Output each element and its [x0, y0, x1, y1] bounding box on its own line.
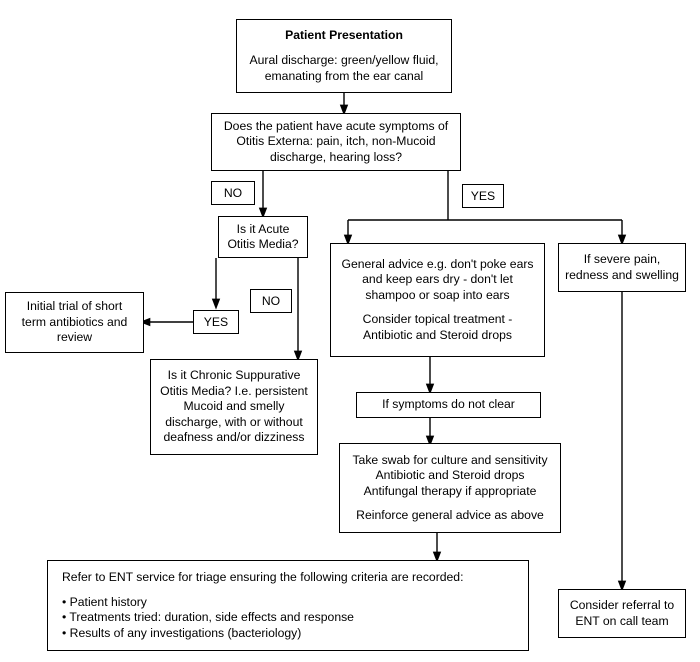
severe-pain-line-1: If severe pain, [583, 252, 661, 266]
edge-label-no-otitis-externa: NO [211, 181, 255, 205]
otitis-externa-line-3: discharge, hearing loss? [269, 149, 403, 164]
general-advice-line-2: and keep ears dry - don't let [362, 272, 513, 287]
general-advice-line-5: Antibiotic and Steroid drops [362, 327, 513, 342]
general-advice-line-3: shampoo or soap into ears [365, 287, 510, 302]
initial-trial-line-2: term antibiotics and [21, 314, 128, 329]
on-call-referral-line-1: Consider referral to [569, 598, 675, 612]
edge-label-yes-aom-text: YES [203, 315, 229, 329]
swab-treatment-line-4: Reinforce general advice as above [356, 508, 544, 522]
ent-referral-bullet-3: • Results of any investigations (bacteri… [62, 625, 302, 640]
node-symptoms-not-clear: If symptoms do not clear [356, 392, 541, 418]
edge-label-no-acute-otitis-media: NO [250, 289, 292, 313]
swab-treatment-line-1: Take swab for culture and sensitivity [352, 452, 548, 467]
on-call-referral-line-2: ENT on call team [575, 613, 669, 628]
edge-label-no-externa-text: NO [223, 186, 243, 200]
node-swab-treatment: Take swab for culture and sensitivity An… [339, 443, 561, 533]
node-initial-trial-antibiotics: Initial trial of short term antibiotics … [5, 292, 144, 353]
initial-trial-line-3: review [56, 330, 93, 345]
ent-referral-intro: Refer to ENT service for triage ensuring… [62, 570, 464, 584]
chronic-suppurative-line-2: Otitis Media? I.e. persistent [160, 383, 308, 398]
node-otitis-externa-question: Does the patient have acute symptoms of … [211, 113, 461, 171]
chronic-suppurative-line-3: Mucoid and smelly [183, 399, 285, 414]
node-ent-referral: Refer to ENT service for triage ensuring… [47, 560, 529, 651]
patient-presentation-title: Patient Presentation [285, 27, 403, 42]
node-acute-otitis-media-question: Is it Acute Otitis Media? [218, 216, 308, 258]
node-on-call-referral: Consider referral to ENT on call team [558, 589, 686, 638]
node-patient-presentation: Patient Presentation Aural discharge: gr… [236, 19, 452, 93]
node-chronic-suppurative-question: Is it Chronic Suppurative Otitis Media? … [150, 359, 318, 455]
chronic-suppurative-line-1: Is it Chronic Suppurative [167, 368, 301, 383]
initial-trial-line-1: Initial trial of short [26, 299, 123, 314]
node-severe-pain: If severe pain, redness and swelling [558, 243, 686, 292]
severe-pain-line-2: redness and swelling [565, 267, 679, 282]
chronic-suppurative-line-4: discharge, with or without [165, 414, 303, 429]
acute-otitis-media-line-2: Otitis Media? [227, 237, 299, 251]
edge-label-no-aom-text: NO [261, 294, 281, 308]
edge-label-yes-externa-text: YES [470, 189, 496, 203]
swab-treatment-line-2: Antibiotic and Steroid drops [375, 468, 525, 482]
otitis-externa-line-2: Otitis Externa: pain, itch, non-Mucoid [236, 134, 436, 149]
patient-presentation-line-1: Aural discharge: green/yellow fluid, [249, 53, 439, 68]
swab-treatment-line-3: Antifungal therapy if appropriate [363, 483, 537, 498]
edge-label-yes-acute-otitis-media: YES [193, 310, 239, 334]
general-advice-line-4: Consider topical treatment - [362, 312, 513, 327]
otitis-externa-line-1: Does the patient have acute symptoms of [223, 118, 449, 133]
acute-otitis-media-line-1: Is it Acute [236, 221, 290, 236]
ent-referral-bullet-2: • Treatments tried: duration, side effec… [62, 610, 354, 624]
general-advice-line-1: General advice e.g. don't poke ears [341, 256, 534, 271]
chronic-suppurative-line-5: deafness and/or dizziness [163, 430, 305, 445]
ent-referral-bullet-1: • Patient history [62, 594, 147, 609]
patient-presentation-line-2: emanating from the ear canal [264, 68, 424, 83]
node-general-advice: General advice e.g. don't poke ears and … [330, 243, 545, 357]
edge-label-yes-otitis-externa: YES [462, 184, 504, 208]
symptoms-not-clear-line-1: If symptoms do not clear [382, 397, 515, 412]
